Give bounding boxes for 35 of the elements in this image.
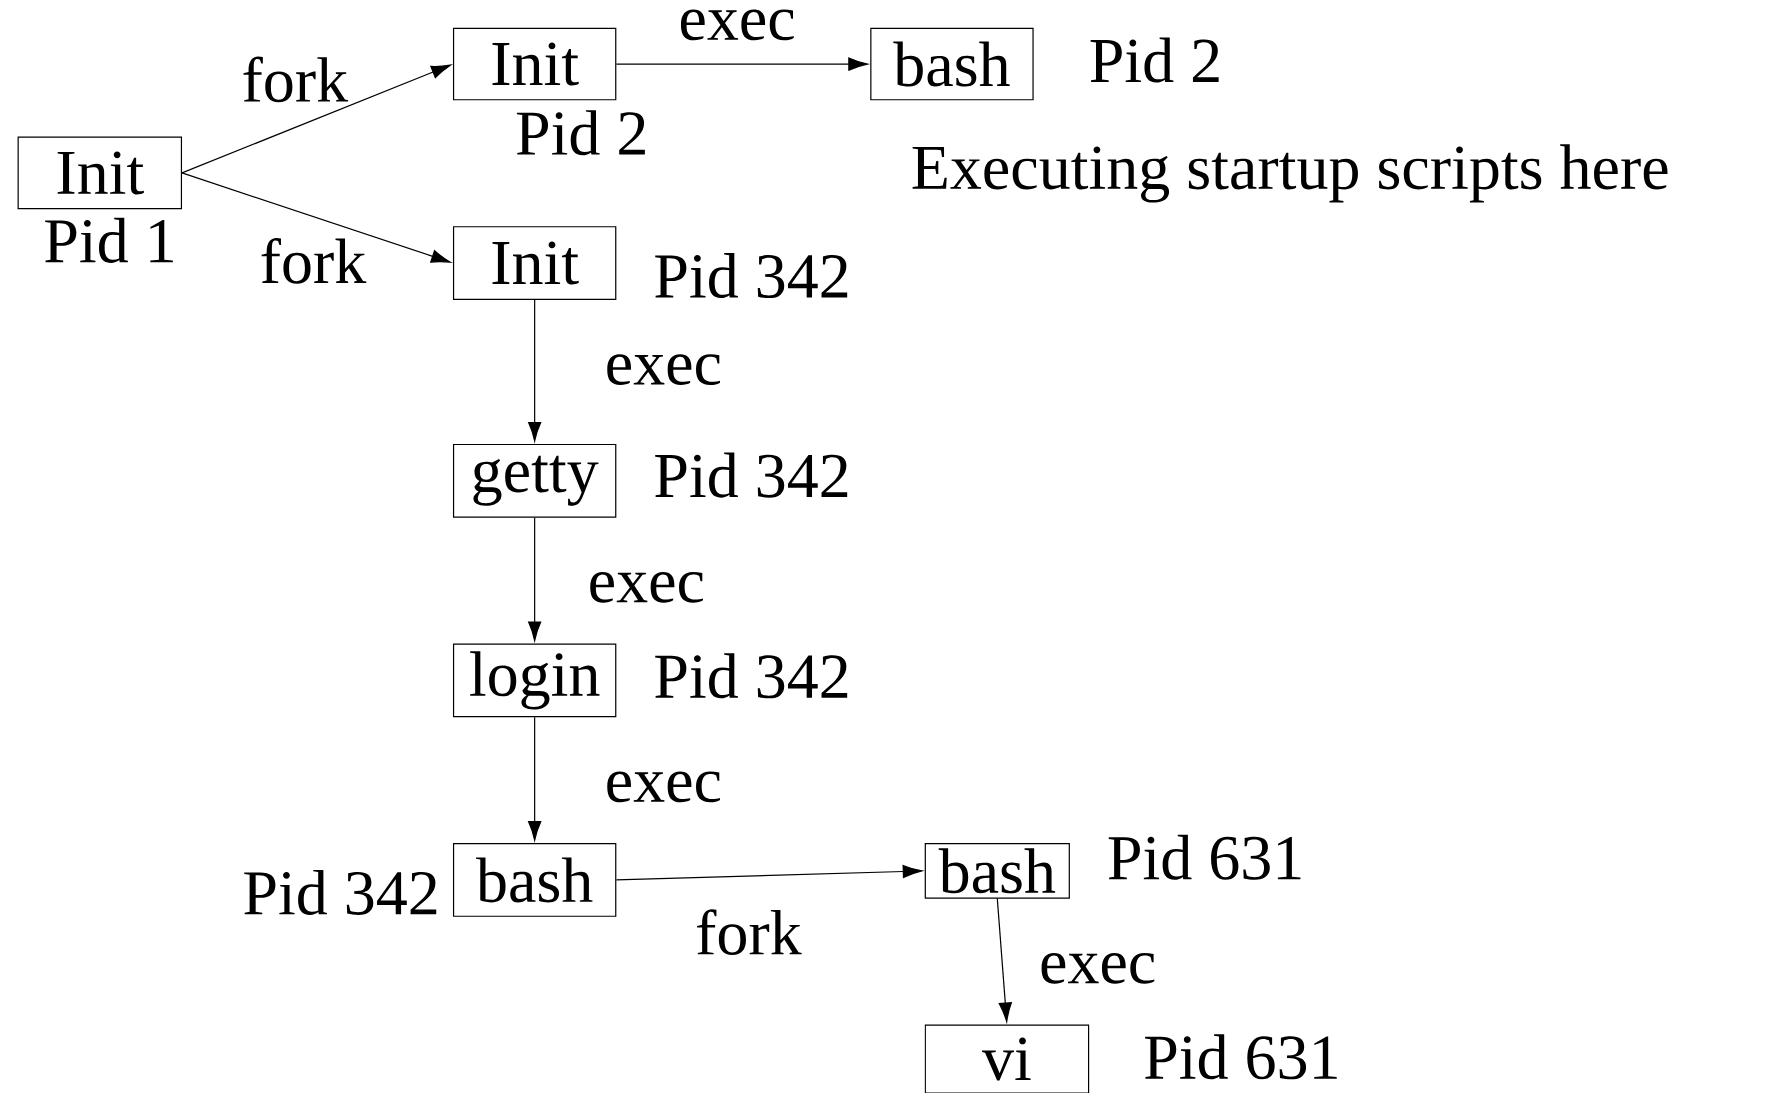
pid-label: Pid 631 <box>1145 1034 1337 1080</box>
edge-label: exec <box>1038 951 1158 985</box>
note-text: Executing startup scripts here <box>912 144 1668 203</box>
process-box: vi <box>924 1024 1090 1093</box>
process-box: Init <box>17 136 183 210</box>
pid-label: Pid 631 <box>1108 834 1301 880</box>
arrow <box>181 172 451 263</box>
process-box: getty <box>452 443 617 518</box>
arrow <box>528 299 542 442</box>
edge-label: exec <box>603 353 723 386</box>
pid-label: Pid 2 <box>1090 37 1219 83</box>
pid-label: Pid 342 <box>655 252 848 298</box>
edge-label: fork <box>258 236 368 285</box>
pid-label: Pid 2 <box>516 110 645 156</box>
process-box: Init <box>452 226 617 300</box>
process-box: login <box>452 643 617 718</box>
pid-label: Pid 342 <box>655 452 848 498</box>
arrow <box>181 64 451 174</box>
arrow <box>615 864 923 881</box>
edge-label: fork <box>240 55 350 104</box>
process-box: bash <box>924 843 1070 899</box>
arrow <box>528 517 542 642</box>
edge-label: exec <box>603 770 723 804</box>
process-box: bash <box>452 843 617 917</box>
pid-label: Pid 1 <box>45 217 173 263</box>
arrow <box>615 57 868 71</box>
pid-label: Pid 342 <box>655 653 848 699</box>
process-box: Init <box>452 27 617 101</box>
edge-label: fork <box>694 908 803 956</box>
arrow <box>996 898 1012 1023</box>
process-box: bash <box>870 27 1034 101</box>
edge-label: exec <box>586 570 706 604</box>
pid-label: Pid 342 <box>244 869 437 915</box>
arrow <box>528 716 542 841</box>
edge-label: exec <box>677 8 797 42</box>
